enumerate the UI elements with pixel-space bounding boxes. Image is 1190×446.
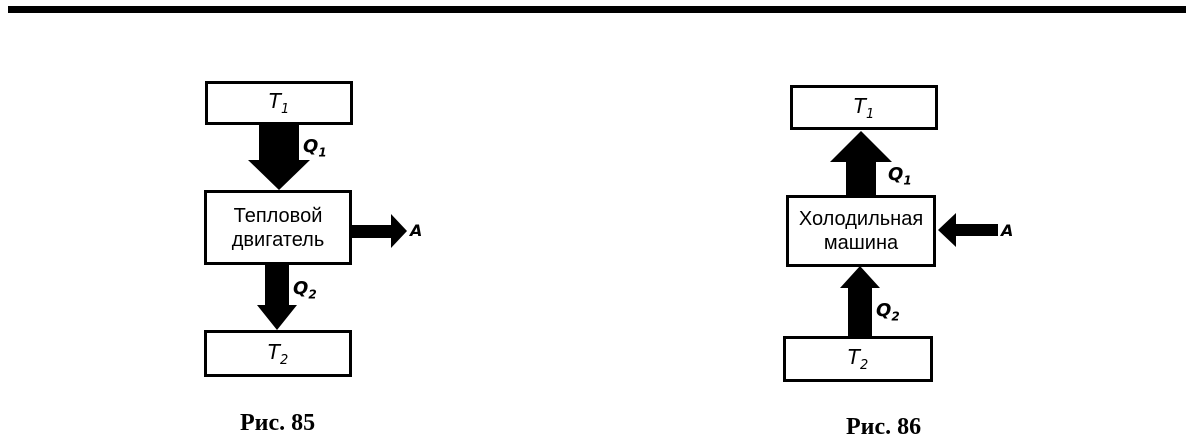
fig86-work-label: A (1001, 221, 1014, 240)
fig86-t2-label: T2 (847, 345, 869, 373)
fig85-q1-label: Q1 (303, 136, 327, 160)
fig86-q2-label: Q2 (876, 300, 900, 324)
fig85-t1-label: T1 (268, 89, 290, 117)
top-rule (8, 6, 1186, 13)
fig85-work-label: A (410, 221, 423, 240)
fig86-q1-label: Q1 (888, 164, 912, 188)
fig85-q1-arrow (248, 123, 310, 190)
fig86-q2-arrow (840, 266, 880, 336)
fig85-t2-label: T2 (267, 339, 289, 368)
fig86-hot-reservoir: T1 (790, 85, 938, 130)
fig85-work-arrow (350, 214, 407, 248)
fig85-cold-reservoir: T2 (204, 330, 352, 377)
fig86-work-arrow (938, 213, 998, 247)
fig86-cold-reservoir: T2 (783, 336, 933, 382)
fig85-caption: Рис. 85 (240, 410, 316, 436)
fig85-q2-label: Q2 (293, 278, 317, 302)
fig85-hot-reservoir: T1 (205, 81, 353, 125)
fig86-q1-arrow (830, 131, 892, 195)
fig85-q2-arrow (257, 263, 297, 330)
fig86-caption: Рис. 86 (846, 414, 922, 440)
fig86-t1-label: T1 (853, 93, 875, 122)
